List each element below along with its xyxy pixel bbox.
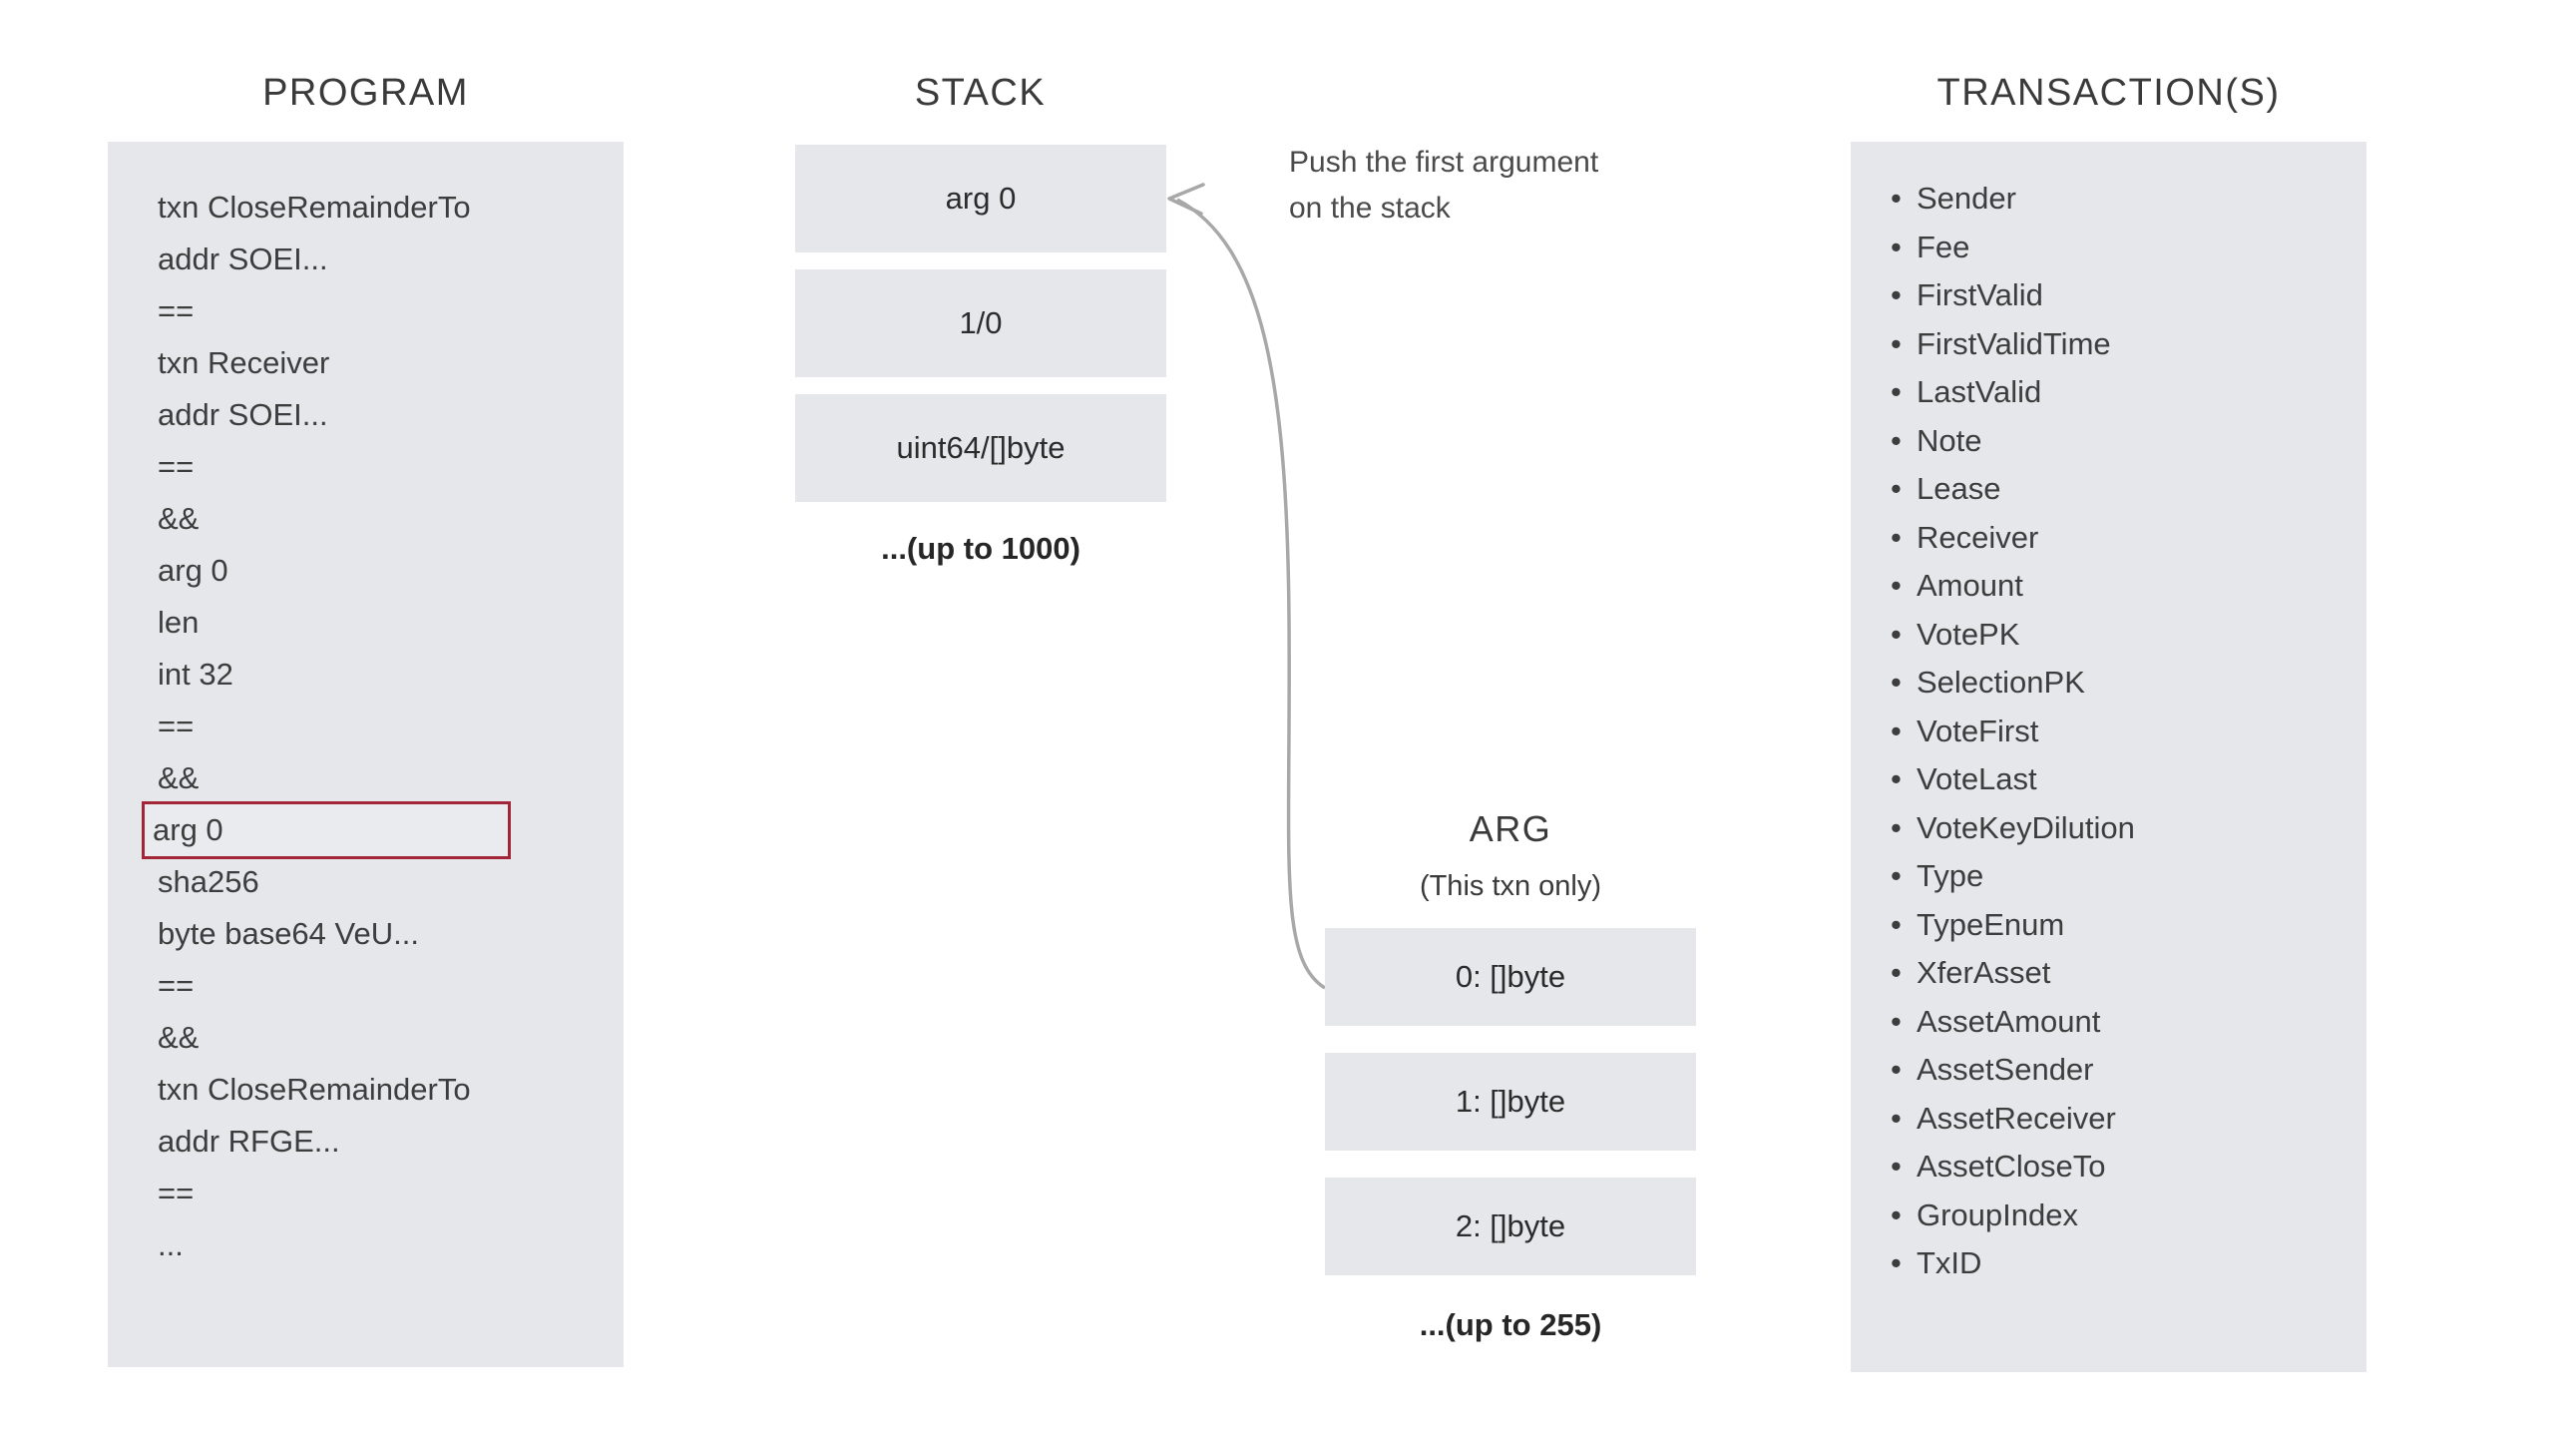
transaction-field-item: LastValid xyxy=(1891,368,2330,417)
transaction-field-item: AssetReceiver xyxy=(1891,1095,2330,1144)
transactions-column-title: TRANSACTION(S) xyxy=(1936,72,2281,114)
program-line: == xyxy=(158,1176,195,1210)
transaction-field-item: Lease xyxy=(1891,465,2330,514)
program-line: && xyxy=(158,501,200,536)
transaction-field-item: VotePK xyxy=(1891,611,2330,660)
arg-column-subtitle: (This txn only) xyxy=(1419,870,1602,902)
transaction-field-item: Type xyxy=(1891,852,2330,901)
transaction-field-list: SenderFeeFirstValidFirstValidTimeLastVal… xyxy=(1891,175,2330,1288)
transaction-field-item: Note xyxy=(1891,417,2330,466)
transaction-field-item: AssetSender xyxy=(1891,1046,2330,1095)
stack-cell-0: arg 0 xyxy=(795,145,1166,252)
transaction-field-item: TxID xyxy=(1891,1239,2330,1288)
transaction-field-item: XferAsset xyxy=(1891,949,2330,998)
transaction-field-item: VoteLast xyxy=(1891,755,2330,804)
program-line: == xyxy=(158,968,195,1003)
stack-cell-2: uint64/[]byte xyxy=(795,394,1166,502)
transaction-field-item: AssetAmount xyxy=(1891,998,2330,1047)
program-line: len xyxy=(158,605,200,640)
program-line: == xyxy=(158,293,195,328)
program-panel xyxy=(108,142,624,1367)
arg-more-label: ...(up to 255) xyxy=(1419,1307,1602,1342)
transaction-field-item: Receiver xyxy=(1891,514,2330,563)
annotation-text: Push the first argument on the stack xyxy=(1289,140,1688,232)
stack-more-label: ...(up to 1000) xyxy=(881,531,1080,566)
arg-cell-0: 0: []byte xyxy=(1325,928,1696,1026)
program-line: addr SOEI... xyxy=(158,397,328,432)
program-line: byte base64 VeU... xyxy=(158,916,419,951)
program-line: && xyxy=(158,760,200,795)
transaction-field-item: AssetCloseTo xyxy=(1891,1143,2330,1192)
program-line: == xyxy=(158,449,195,484)
program-line-highlighted: arg 0 xyxy=(142,801,511,859)
transaction-field-item: FirstValidTime xyxy=(1891,320,2330,369)
arg-cell-2: 2: []byte xyxy=(1325,1178,1696,1275)
transaction-field-item: FirstValid xyxy=(1891,271,2330,320)
annotation-line-2: on the stack xyxy=(1289,192,1451,225)
transaction-field-item: SelectionPK xyxy=(1891,659,2330,708)
program-line: int 32 xyxy=(158,657,233,692)
program-line: && xyxy=(158,1020,200,1055)
transaction-field-item: VoteFirst xyxy=(1891,708,2330,756)
program-line: arg 0 xyxy=(158,553,228,588)
transaction-field-item: Amount xyxy=(1891,562,2330,611)
program-line: == xyxy=(158,709,195,743)
arg-cell-1: 1: []byte xyxy=(1325,1053,1696,1151)
transaction-field-item: Fee xyxy=(1891,224,2330,272)
program-line: addr SOEI... xyxy=(158,241,328,276)
transaction-field-item: Sender xyxy=(1891,175,2330,224)
program-column-title: PROGRAM xyxy=(262,72,469,114)
stack-cell-1: 1/0 xyxy=(795,269,1166,377)
program-line: addr RFGE... xyxy=(158,1124,340,1159)
transaction-field-item: GroupIndex xyxy=(1891,1192,2330,1240)
transaction-field-item: TypeEnum xyxy=(1891,901,2330,950)
program-line: txn CloseRemainderTo xyxy=(158,1072,471,1107)
program-line: sha256 xyxy=(158,864,259,899)
stack-column-title: STACK xyxy=(914,72,1047,114)
program-line: txn CloseRemainderTo xyxy=(158,190,471,225)
program-line: txn Receiver xyxy=(158,345,330,380)
program-line: ... xyxy=(158,1227,184,1262)
arg-column-title: ARG xyxy=(1469,808,1552,849)
transaction-field-item: VoteKeyDilution xyxy=(1891,804,2330,853)
annotation-line-1: Push the first argument xyxy=(1289,146,1599,179)
program-code-list: txn CloseRemainderTo addr SOEI... == txn Re… xyxy=(142,182,569,1271)
